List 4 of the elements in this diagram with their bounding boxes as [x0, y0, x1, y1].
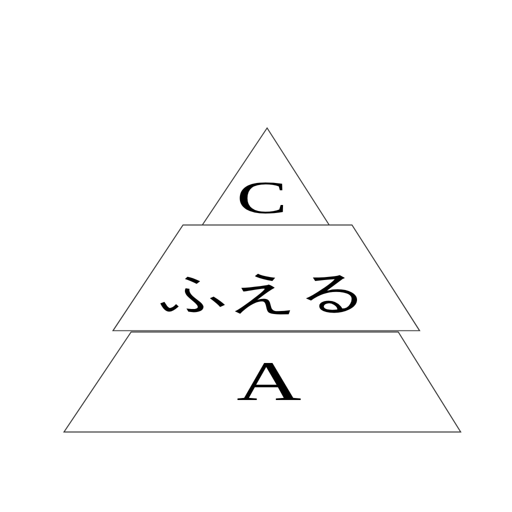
tier-label: A: [236, 354, 302, 410]
pyramid-tier: [64, 332, 461, 432]
tier-label: C: [236, 174, 287, 220]
tier-label: ふえる: [160, 269, 368, 314]
